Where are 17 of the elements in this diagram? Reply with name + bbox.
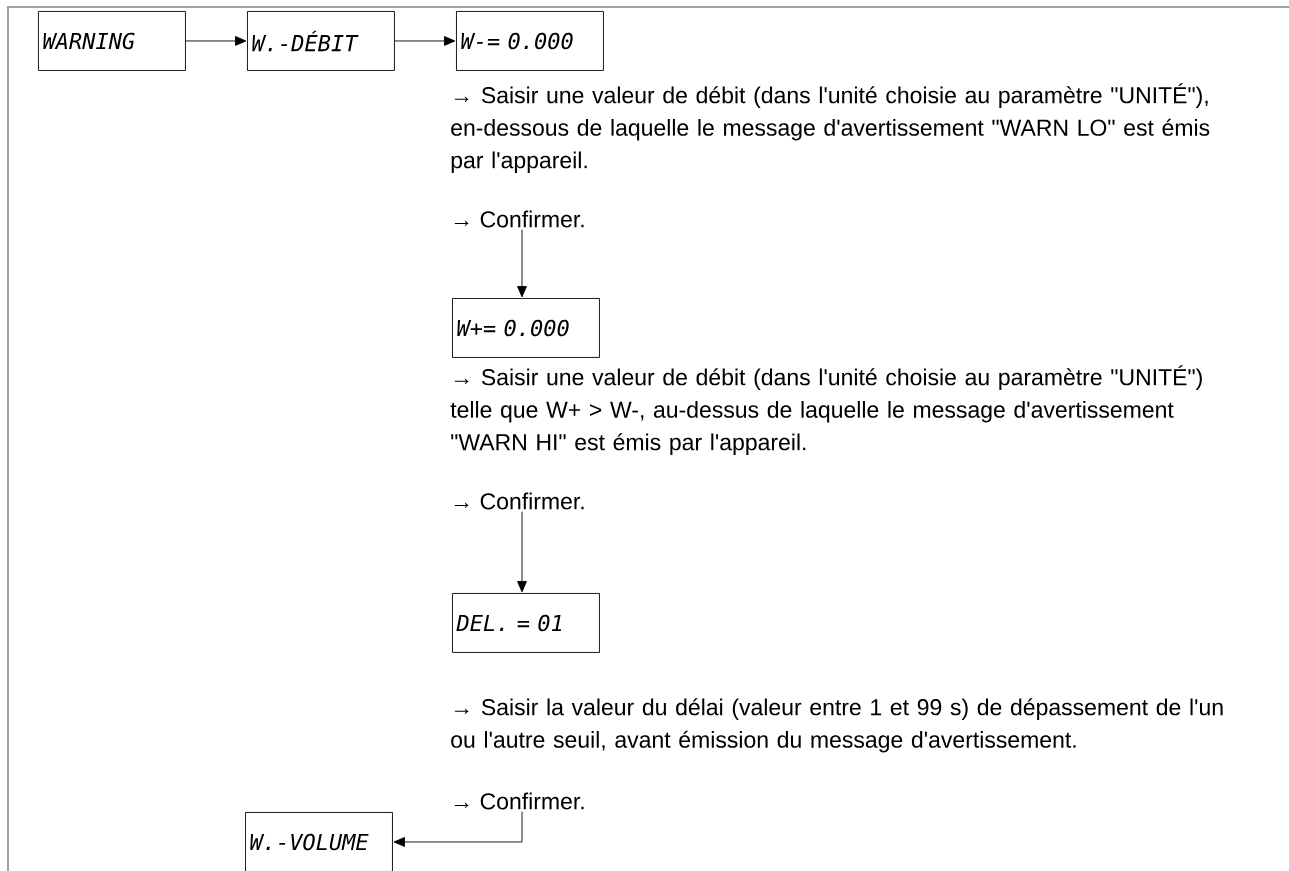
arrow — [517, 229, 527, 298]
arrow — [185, 36, 247, 46]
display-box: W.-DÉBIT — [247, 11, 395, 71]
instruction-text: → Saisir une valeur de débit (dans l'unité choisie au paramètre "UNITÉ") telle que W+ > W-, au-dessus de laquelle le message d'avertissement "WARN HI" est émis par l'appareil. — [450, 365, 1202, 455]
instruction-text: → Confirmer. — [454, 492, 584, 510]
display-box: W-= 0.000 — [456, 11, 604, 71]
arrow — [393, 811, 523, 847]
display-box: WARNING — [38, 11, 186, 71]
arrow — [394, 36, 456, 46]
display-box: DEL. = 01 — [452, 593, 600, 653]
instruction-text: → Saisir une valeur de débit (dans l'unité choisie au paramètre "UNITÉ"), en-dessous de laquelle le message d'avertissement "WARN LO" est émis par l'appareil. — [451, 83, 1210, 173]
display-box: W+= 0.000 — [452, 298, 600, 358]
instruction-text: → Confirmer. — [454, 210, 584, 228]
display-box: W.-VOLUME — [245, 812, 393, 871]
instruction-text: → Confirmer. — [454, 792, 584, 810]
arrow — [517, 511, 527, 593]
instruction-text: → Saisir la valeur du délai (valeur entre 1 et 99 s) de dépassement de l'un ou l'autre seuil, avant émission du message d'avertissement. — [451, 698, 1223, 753]
